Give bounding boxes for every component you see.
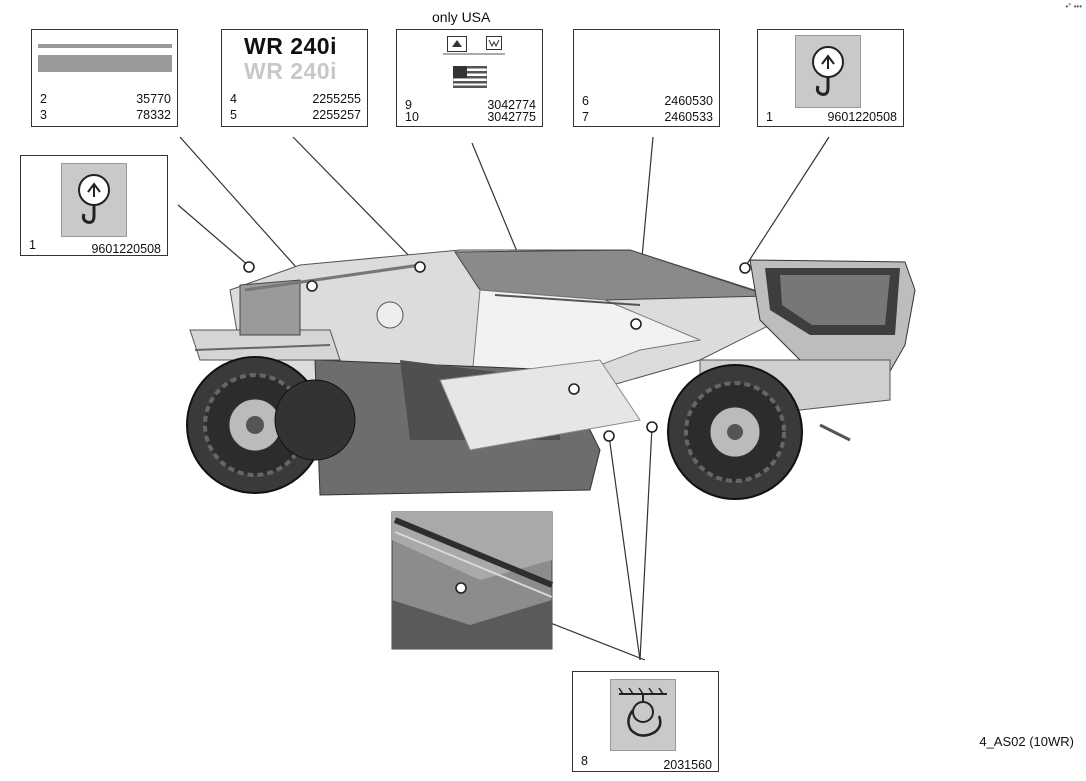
decal-box-8: 8 2031560 (572, 671, 719, 772)
part-number: 35770 (136, 92, 171, 106)
detail-inset-photo (391, 511, 554, 650)
john-deere-logo-icon (447, 36, 467, 52)
item-number: 7 (582, 110, 589, 124)
region-note: only USA (432, 9, 491, 25)
part-number: 78332 (136, 108, 171, 122)
decal-box-1-left: 1 9601220508 (20, 155, 168, 256)
item-number: 10 (405, 110, 419, 124)
decal-box-6-7: 6 2460530 7 2460533 (573, 29, 720, 127)
item-number: 9 (405, 98, 412, 112)
decal-box-1-right: 1 9601220508 (757, 29, 904, 127)
part-number: 9601220508 (91, 242, 161, 256)
decal-box-9-10: 9 3042774 10 3042775 (396, 29, 543, 127)
part-number: 2460530 (664, 94, 713, 108)
diagram-caption: 4_AS02 (10WR) (979, 734, 1074, 749)
part-number: 9601220508 (827, 110, 897, 124)
road-reclaimer-machine (186, 249, 916, 500)
stripe-decal-wide (38, 55, 172, 72)
tie-down-point-icon (610, 679, 676, 751)
part-number: 3042774 (487, 98, 536, 112)
model-decal-light: WR 240i (244, 58, 337, 84)
item-number: 5 (230, 108, 237, 122)
item-number: 8 (581, 754, 588, 768)
lifting-hook-icon (795, 35, 861, 108)
usa-flag-icon (453, 66, 487, 88)
part-number: 2460533 (664, 110, 713, 124)
item-number: 4 (230, 92, 237, 106)
part-number: 3042775 (487, 110, 536, 124)
decal-box-2-3: 2 35770 3 78332 (31, 29, 178, 127)
location-markers (243, 261, 751, 594)
second-wheel (274, 379, 356, 461)
front-wheel (667, 364, 803, 500)
decal-box-4-5: WR 240i WR 240i 4 2255255 5 2255257 (221, 29, 368, 127)
corner-mark: •° ••• (1065, 2, 1082, 11)
part-number: 2255257 (312, 108, 361, 122)
lifting-hook-icon (61, 163, 127, 237)
wirtgen-logo-icon (486, 36, 502, 50)
item-number: 1 (766, 110, 773, 124)
item-number: 6 (582, 94, 589, 108)
model-decal-dark: WR 240i (244, 33, 337, 59)
item-number: 1 (29, 238, 36, 252)
item-number: 3 (40, 108, 47, 122)
stripe-decal-thin (38, 44, 172, 48)
part-number: 2031560 (663, 758, 712, 772)
part-number: 2255255 (312, 92, 361, 106)
item-number: 2 (40, 92, 47, 106)
